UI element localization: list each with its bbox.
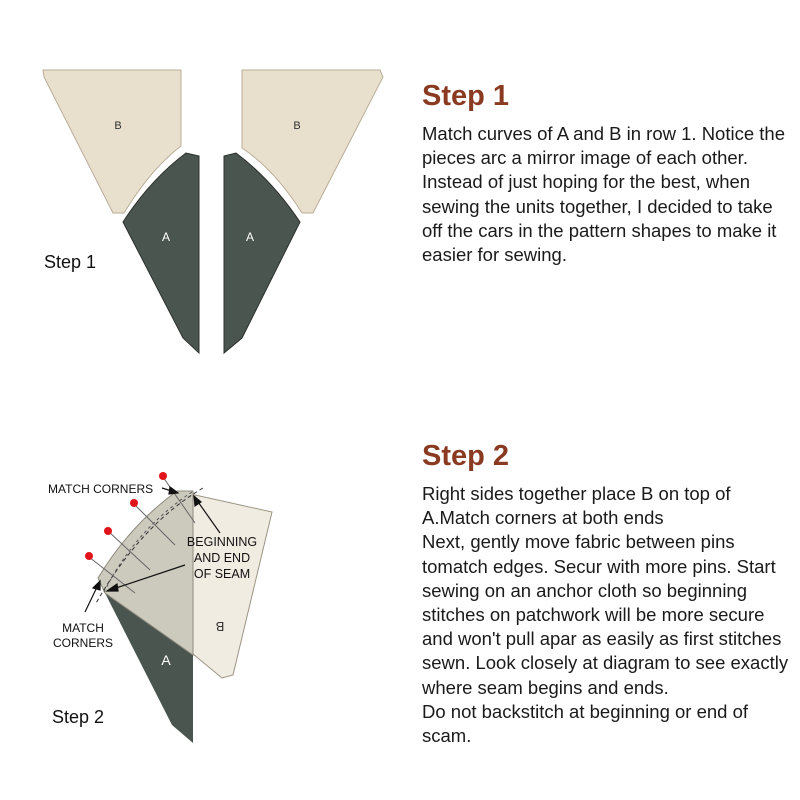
- step1-caption: Step 1: [44, 252, 96, 272]
- step1-paragraph: Match curves of A and B in row 1. Notice…: [422, 123, 785, 266]
- step2-title: Step 2: [422, 440, 510, 472]
- overlap-region: [97, 490, 194, 656]
- step1-title: Step 1: [422, 80, 510, 112]
- diagram: B B A A Step 1 MATCH CORNERS BEGINNING A…: [42, 69, 384, 743]
- match-corners-top-label: MATCH CORNERS: [48, 482, 153, 496]
- label-b: B: [216, 619, 225, 634]
- label-a: A: [161, 652, 171, 668]
- piece-a-left: [122, 152, 200, 355]
- seam-label-line3: OF SEAM: [194, 567, 250, 581]
- piece-a-right: [223, 152, 301, 355]
- step2-paragraph: Next, gently move fabric between pins to…: [422, 531, 789, 698]
- step1-figure: B B A A Step 1: [42, 69, 384, 355]
- arrows: [84, 485, 221, 613]
- seam-label-line2: AND END: [194, 551, 250, 565]
- step1-text: Match curves of A and B in row 1. Notice…: [422, 122, 792, 267]
- pin-icon: [159, 472, 167, 480]
- step2-paragraph: Right sides together place B on top of A…: [422, 483, 731, 529]
- step2-text: Right sides together place B on top of A…: [422, 482, 792, 748]
- match-corners-bottom-line1: MATCH: [62, 621, 104, 635]
- label-b-right: B: [293, 120, 300, 132]
- pin-icon: [130, 499, 138, 507]
- match-corners-bottom-line2: CORNERS: [53, 636, 113, 650]
- label-a-right: A: [246, 230, 254, 244]
- piece-b-left: [42, 69, 182, 214]
- label-a-left: A: [162, 230, 170, 244]
- pin-icon: [104, 527, 112, 535]
- seam-line: [94, 487, 204, 606]
- step2-figure: MATCH CORNERS BEGINNING AND END OF SEAM …: [48, 472, 273, 743]
- seam-label-line1: BEGINNING: [187, 535, 257, 549]
- step2-paragraph: Do not backstitch at beginning or end of…: [422, 700, 749, 747]
- step2-caption: Step 2: [52, 707, 104, 727]
- pin-icon: [85, 552, 93, 560]
- pins: [85, 472, 196, 594]
- piece-b-right: [241, 69, 384, 214]
- piece-a: [105, 593, 193, 743]
- label-b-left: B: [114, 120, 121, 132]
